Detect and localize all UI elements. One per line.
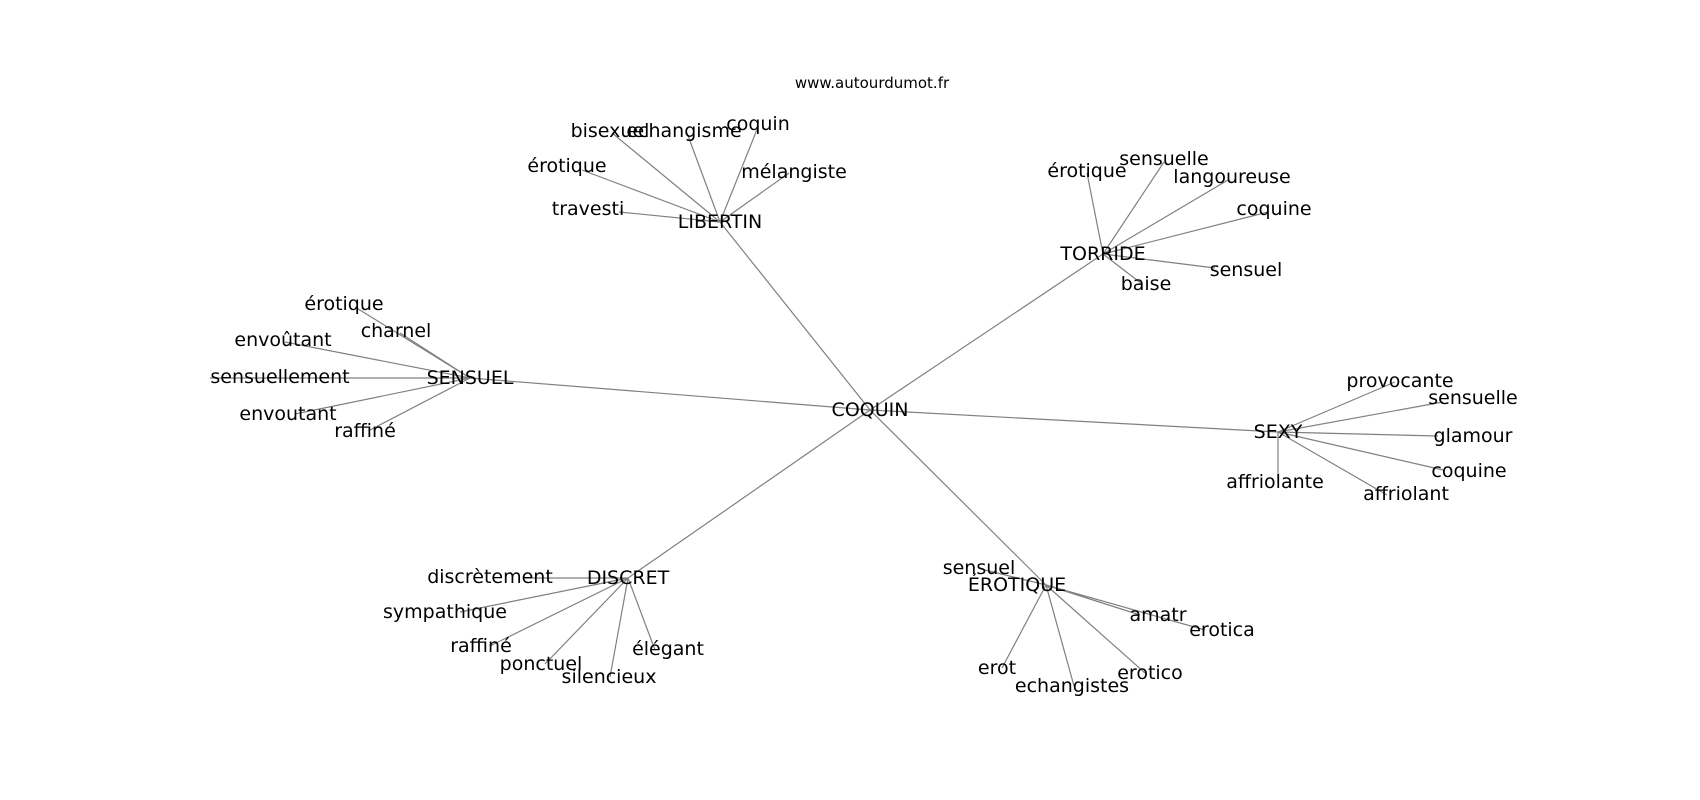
hub-word-edge bbox=[544, 577, 629, 665]
hub-word-edge bbox=[294, 377, 471, 415]
word-node: erotico bbox=[1117, 662, 1183, 684]
word-node: baise bbox=[1121, 273, 1172, 295]
center-hub-edge bbox=[719, 221, 871, 411]
word-node: sensuelle bbox=[1119, 148, 1209, 170]
center-hub-edge bbox=[869, 409, 1047, 586]
hub-node-libertin: LIBERTIN bbox=[678, 211, 762, 233]
hub-word-edge bbox=[609, 577, 629, 678]
word-node: sensuel bbox=[1210, 259, 1283, 281]
hub-word-edge bbox=[1086, 172, 1104, 255]
word-node: envoûtant bbox=[234, 329, 331, 351]
hub-word-edge bbox=[1102, 179, 1229, 255]
word-node: erot bbox=[978, 657, 1016, 679]
hub-node-erotique: ÉROTIQUE bbox=[968, 573, 1066, 596]
word-node: echangistes bbox=[1015, 675, 1129, 697]
hub-word-edge bbox=[984, 569, 1047, 586]
hub-word-edge bbox=[399, 332, 471, 379]
word-node: sensuelle bbox=[1428, 387, 1518, 409]
word-node: glamour bbox=[1434, 425, 1513, 447]
hub-word-edge bbox=[686, 132, 721, 223]
center-hub-edge bbox=[627, 409, 871, 579]
word-node: érotique bbox=[1047, 160, 1126, 182]
hub-word-edge bbox=[1277, 431, 1439, 437]
hub-word-edge bbox=[1102, 161, 1165, 255]
word-node: affriolant bbox=[1363, 483, 1449, 505]
graph-labels: www.autourdumot.fr COQUIN LIBERTIN bisex… bbox=[210, 74, 1517, 697]
word-node: ponctuel bbox=[500, 653, 583, 675]
source-watermark: www.autourdumot.fr bbox=[795, 74, 950, 92]
hub-word-edge bbox=[1277, 431, 1388, 496]
word-node: travesti bbox=[552, 198, 624, 220]
word-node: affriolante bbox=[1226, 471, 1324, 493]
graph-edges bbox=[210, 126, 1444, 687]
word-node: charnel bbox=[361, 320, 432, 342]
word-node: sympathique bbox=[383, 601, 507, 623]
center-hub-edge bbox=[869, 253, 1104, 411]
hub-word-edge bbox=[618, 211, 721, 223]
word-node: mélangiste bbox=[741, 161, 847, 183]
hub-node-sexy: SEXY bbox=[1254, 421, 1303, 443]
word-node: provocante bbox=[1346, 370, 1453, 392]
word-node: coquine bbox=[1236, 198, 1311, 220]
word-node: érotique bbox=[304, 293, 383, 315]
hub-word-edge bbox=[1102, 253, 1216, 269]
word-node: raffiné bbox=[450, 635, 512, 657]
word-node: amatr bbox=[1129, 604, 1186, 626]
hub-word-edge bbox=[284, 341, 471, 379]
hub-word-edge bbox=[1102, 253, 1143, 285]
hub-word-edge bbox=[627, 577, 656, 651]
hub-word-edge bbox=[719, 172, 790, 223]
hub-word-edge bbox=[719, 126, 759, 223]
hub-word-edge bbox=[581, 169, 721, 223]
word-node: sensuellement bbox=[210, 366, 349, 388]
word-node: erotica bbox=[1189, 619, 1255, 641]
word-node: coquin bbox=[726, 113, 790, 135]
word-node: bisexuel bbox=[571, 120, 650, 142]
word-node: élégant bbox=[632, 638, 704, 660]
hub-word-edge bbox=[369, 377, 471, 431]
hub-node-torride: TORRIDE bbox=[1059, 243, 1145, 265]
word-node: envoutant bbox=[239, 403, 336, 425]
word-node: langoureuse bbox=[1173, 166, 1290, 188]
hub-word-edge bbox=[1277, 401, 1444, 433]
center-hub-edge bbox=[869, 409, 1279, 433]
hub-word-edge bbox=[611, 132, 721, 223]
hub-word-edge bbox=[1045, 584, 1075, 687]
center-node: COQUIN bbox=[832, 399, 909, 421]
hub-word-edge bbox=[1102, 211, 1269, 255]
hub-word-edge bbox=[1277, 431, 1444, 471]
word-node: raffiné bbox=[334, 420, 396, 442]
word-node: sensuel bbox=[943, 557, 1016, 579]
hub-word-edge bbox=[459, 577, 629, 613]
hub-word-edge bbox=[1045, 584, 1206, 631]
hub-word-edge bbox=[1045, 584, 1146, 674]
hub-word-edge bbox=[1001, 584, 1047, 669]
word-node: coquine bbox=[1431, 460, 1506, 482]
hub-node-discret: DISCRET bbox=[587, 567, 670, 589]
center-hub-edge bbox=[469, 377, 871, 411]
word-node: discrètement bbox=[427, 566, 553, 588]
word-node: silencieux bbox=[562, 666, 657, 688]
hub-word-edge bbox=[1277, 381, 1396, 433]
hub-word-edge bbox=[489, 577, 629, 647]
hub-node-sensuel: SENSUEL bbox=[427, 367, 514, 389]
word-node: echangisme bbox=[626, 120, 741, 142]
word-node: érotique bbox=[527, 155, 606, 177]
